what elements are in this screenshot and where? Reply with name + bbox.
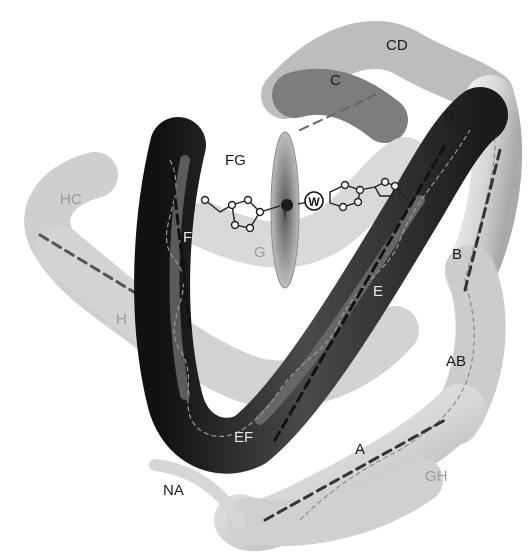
label-e: E (373, 283, 383, 300)
label-gh: GH (425, 468, 448, 485)
label-hc: HC (60, 191, 82, 208)
heme-disc (271, 132, 299, 288)
label-h: H (116, 311, 127, 328)
ligand-w-label: W (308, 195, 320, 209)
label-g: G (254, 244, 266, 261)
label-cd: CD (386, 37, 408, 54)
label-fg: FG (225, 152, 246, 169)
heme-iron-center (281, 199, 293, 211)
label-a: A (355, 441, 365, 458)
label-ef: EF (234, 429, 253, 446)
dark-helix-tube (162, 115, 480, 446)
label-na: NA (163, 482, 184, 499)
label-c: C (330, 72, 341, 89)
label-f: F (183, 229, 192, 246)
label-b: B (452, 246, 462, 263)
label-d: D (444, 108, 455, 125)
ligand-w-badge: W (305, 192, 323, 210)
label-ab: AB (446, 353, 466, 370)
